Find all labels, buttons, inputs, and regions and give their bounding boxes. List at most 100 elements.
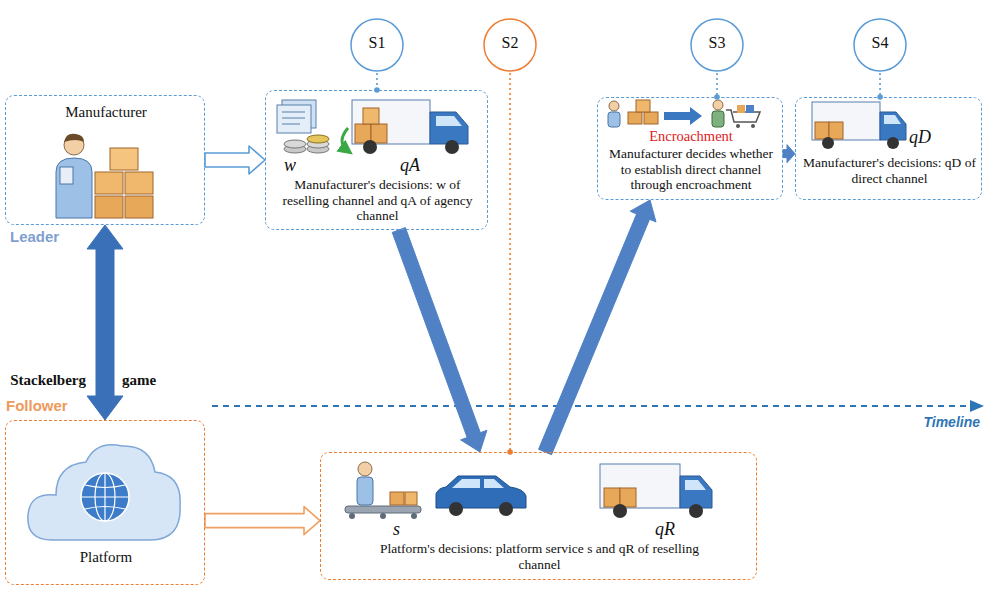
decision-box: w qAManufacturer's decisions: w of resell… — [265, 90, 488, 230]
decision-box: qDManufacturer's decisions: qD of direct… — [795, 97, 982, 200]
variable-label: s — [393, 519, 417, 540]
truck-icon — [829, 122, 843, 139]
truck-icon — [363, 108, 379, 124]
cloud-globe-icon — [28, 445, 180, 540]
node-title: Encroachment — [598, 128, 784, 145]
description-text: Platform's decisions: platform service s… — [371, 541, 708, 572]
cloud-globe-icon — [28, 445, 180, 540]
timeline-arrow — [212, 405, 972, 407]
cloud-globe-icon — [81, 496, 129, 497]
manufacturer-icon — [125, 196, 153, 218]
variable-label: w — [284, 155, 308, 176]
encroachment-icon — [644, 112, 658, 124]
cloud-globe-icon — [81, 473, 129, 521]
manufacturer-icon — [56, 134, 153, 218]
service-worker-icon — [405, 492, 417, 505]
encroachment-icon — [746, 105, 754, 113]
encroachment-icon — [609, 101, 619, 111]
truck-icon — [342, 100, 468, 154]
hollow-arrow — [205, 507, 320, 535]
timeline-arrow — [970, 400, 984, 412]
block-arrow — [783, 145, 795, 163]
axis-label: Timeline — [890, 414, 980, 430]
hollow-arrow — [205, 146, 265, 174]
contract-and-coins-icon — [282, 124, 300, 125]
manufacturer-icon — [125, 172, 153, 194]
stage-label: S1 — [349, 34, 405, 52]
encroachment-icon — [736, 124, 740, 128]
truck-icon — [685, 480, 706, 490]
truck-icon — [887, 137, 899, 149]
truck-icon — [689, 504, 703, 518]
stage-label: S4 — [852, 34, 908, 52]
decision-box: s qRPlatform's decisions: platform servic… — [320, 452, 757, 580]
manufacturer-icon — [60, 167, 73, 184]
contract-and-coins-icon — [307, 135, 329, 143]
contract-and-coins-icon — [282, 118, 305, 119]
truck-icon — [445, 140, 459, 154]
truck-icon — [884, 115, 901, 124]
encroachment-icon — [751, 124, 755, 128]
node-title: Platform — [6, 549, 206, 566]
stage-label: S3 — [689, 34, 745, 52]
truck-icon — [812, 102, 906, 149]
stage-label: S2 — [482, 34, 538, 52]
player-box: Manufacturer — [5, 95, 205, 225]
truck-icon — [680, 476, 712, 508]
truck-icon — [620, 488, 636, 507]
car-icon — [499, 502, 513, 516]
service-worker-icon — [358, 462, 372, 476]
description-text: Manufacturer's decisions: w of reselling… — [272, 177, 483, 224]
variable-label: qR — [655, 519, 695, 540]
cloud-globe-icon — [85, 507, 125, 510]
car-icon — [484, 479, 504, 488]
encroachment-icon — [608, 100, 760, 128]
truck-icon — [880, 112, 906, 140]
truck-icon — [604, 488, 620, 507]
service-worker-icon — [345, 506, 421, 513]
truck-icon — [342, 128, 348, 151]
contract-and-coins-icon — [277, 100, 329, 153]
truck-icon — [436, 116, 462, 126]
truck-icon — [600, 464, 712, 518]
variable-label: qA — [400, 155, 440, 176]
manufacturer-icon — [56, 158, 92, 218]
game-label: Stackelberg — [2, 372, 86, 389]
service-worker-icon — [357, 477, 373, 505]
truck-icon — [822, 137, 834, 149]
contract-and-coins-icon — [282, 112, 305, 113]
stage-circle: S1 — [349, 17, 405, 73]
game-label: game — [122, 372, 156, 389]
player-box: Platform — [5, 420, 205, 585]
service-worker-icon — [380, 513, 386, 519]
block-arrow — [539, 200, 656, 455]
manufacturer-icon — [64, 134, 84, 142]
cloud-globe-icon — [85, 485, 125, 488]
block-arrow — [87, 225, 123, 420]
car-icon — [452, 479, 480, 488]
stage-circle: S2 — [482, 17, 538, 73]
encroachment-icon — [636, 100, 650, 112]
service-worker-icon — [411, 513, 417, 519]
service-worker-icon — [345, 462, 421, 519]
description-text: Manufacturer decides whether to establis… — [604, 146, 778, 193]
timeline-arrow — [212, 400, 984, 412]
stage-circle: S4 — [852, 17, 908, 73]
encroachment-icon — [628, 112, 642, 124]
encroachment-icon — [664, 107, 702, 125]
contract-and-coins-icon — [284, 140, 306, 148]
decision-box: EncroachmentManufacturer decides whether… — [597, 97, 783, 200]
encroachment-icon — [713, 100, 723, 110]
role-label: Leader — [10, 228, 59, 245]
contract-and-coins-icon — [277, 105, 311, 133]
truck-icon — [812, 102, 880, 140]
service-worker-icon — [390, 492, 404, 505]
truck-icon — [613, 504, 627, 518]
manufacturer-icon — [95, 172, 123, 194]
encroachment-icon — [608, 112, 620, 127]
car-icon — [449, 502, 463, 516]
truck-icon — [363, 140, 377, 154]
